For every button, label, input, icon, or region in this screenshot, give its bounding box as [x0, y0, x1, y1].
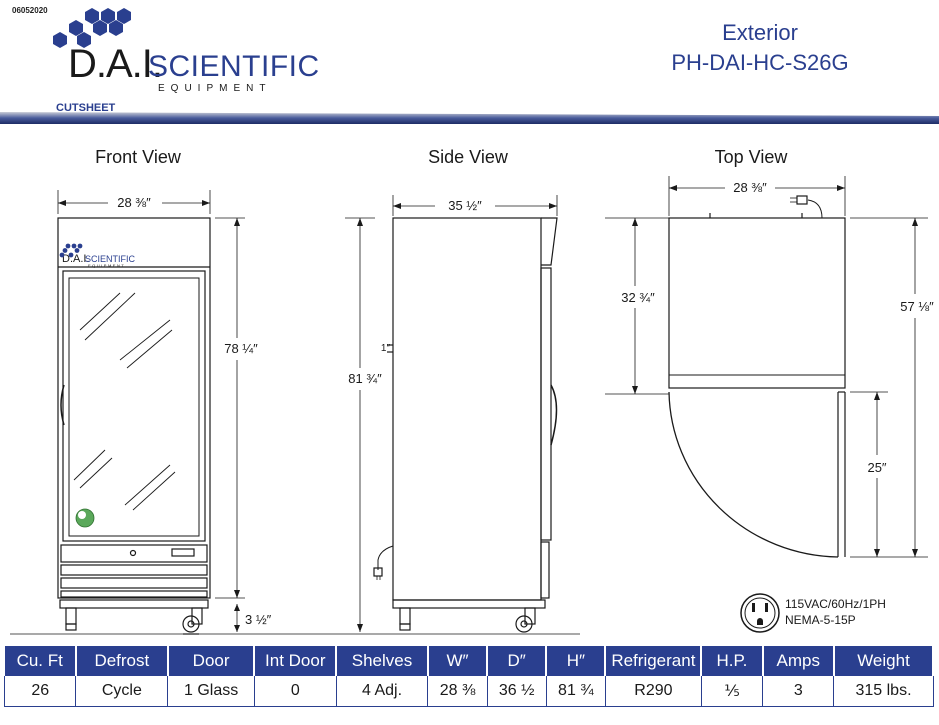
spec-header-cell: Refrigerant [605, 646, 703, 676]
spec-header-cell: H.P. [701, 646, 764, 676]
power-plug-type: NEMA-5-15P [785, 613, 856, 627]
spec-value-cell: 26 [3, 676, 77, 707]
spec-header-row: Cu. Ft Defrost Door Int Door Shelves W″ … [4, 646, 935, 676]
spec-value-cell: 0 [254, 676, 337, 707]
spec-value-cell: 4 Adj. [336, 676, 429, 707]
top-swing-label: 25″ [867, 460, 886, 475]
front-width-label: 28 ⅜″ [117, 195, 151, 210]
spec-value-cell: 36 ½ [487, 676, 547, 707]
spec-value-cell: ⅕ [701, 676, 764, 707]
front-mini-logo-sub: EQUIPMENT [88, 263, 125, 268]
side-depth-label: 35 ½″ [448, 198, 482, 213]
spec-value-cell: 28 ⅜ [427, 676, 488, 707]
spec-value-cell: 315 lbs. [833, 676, 934, 707]
top-view-drawing [605, 176, 928, 558]
front-base-label: 3 ½″ [245, 612, 272, 627]
spec-header-cell: Weight [833, 646, 935, 676]
spec-header-cell: Amps [762, 646, 835, 676]
spec-header-cell: Cu. Ft [4, 646, 77, 676]
side-view-title: Side View [428, 147, 508, 167]
top-width-label: 28 ⅜″ [733, 180, 767, 195]
spec-header-cell: H″ [546, 646, 607, 676]
spec-header-cell: D″ [487, 646, 548, 676]
header-divider [0, 112, 939, 124]
front-view-title: Front View [95, 147, 181, 167]
spec-value-cell: 81 ¾ [546, 676, 606, 707]
spec-value-cell: 3 [762, 676, 835, 707]
spec-value-cell: 1 Glass [167, 676, 255, 707]
top-view-title: Top View [714, 147, 788, 167]
side-view-drawing [345, 195, 558, 633]
technical-drawing: 28 ⅜″ 78 ¼″ 3 ½″ D.A.I. SCIENTIFIC EQUIP… [10, 176, 934, 635]
document-code: 06052020 [12, 6, 48, 15]
spec-value-cell: Cycle [75, 676, 169, 707]
spec-header-cell: Int Door [254, 646, 338, 676]
power-voltage: 115VAC/60Hz/1PH [785, 597, 886, 611]
spec-header-cell: Defrost [75, 646, 169, 676]
page-title: Exterior [722, 20, 798, 45]
front-mini-hexagon-icon [59, 243, 83, 258]
logo-mark: D.A.I. [68, 42, 163, 86]
spec-value-row: 26 Cycle 1 Glass 0 4 Adj. 28 ⅜ 36 ½ 81 ¾… [3, 676, 934, 707]
front-mini-logo-word: SCIENTIFIC [85, 254, 136, 264]
front-view-drawing [10, 190, 580, 635]
power-spec: 115VAC/60Hz/1PH NEMA-5-15P [785, 596, 886, 628]
hexagon-logo-icon [53, 8, 131, 48]
spec-header-cell: Door [167, 646, 256, 676]
model-number: PH-DAI-HC-S26G [671, 50, 849, 75]
front-height-label: 78 ¼″ [224, 341, 258, 356]
logo-subword: EQUIPMENT [158, 83, 272, 94]
top-depth-label: 32 ¾″ [621, 290, 655, 305]
top-total-label: 57 ⅛″ [900, 299, 934, 314]
spec-header-cell: W″ [427, 646, 489, 676]
spec-value-cell: R290 [605, 676, 702, 707]
cutsheet-label: CUTSHEET [56, 102, 116, 114]
spec-table: Cu. Ft Defrost Door Int Door Shelves W″ … [3, 646, 935, 707]
logo-word: SCIENTIFIC [148, 50, 320, 83]
side-mark-label: 1″ [381, 343, 391, 354]
side-height-label: 81 ¾″ [348, 371, 382, 386]
spec-header-cell: Shelves [336, 646, 429, 676]
nema-5-15-outlet-icon [740, 593, 780, 633]
